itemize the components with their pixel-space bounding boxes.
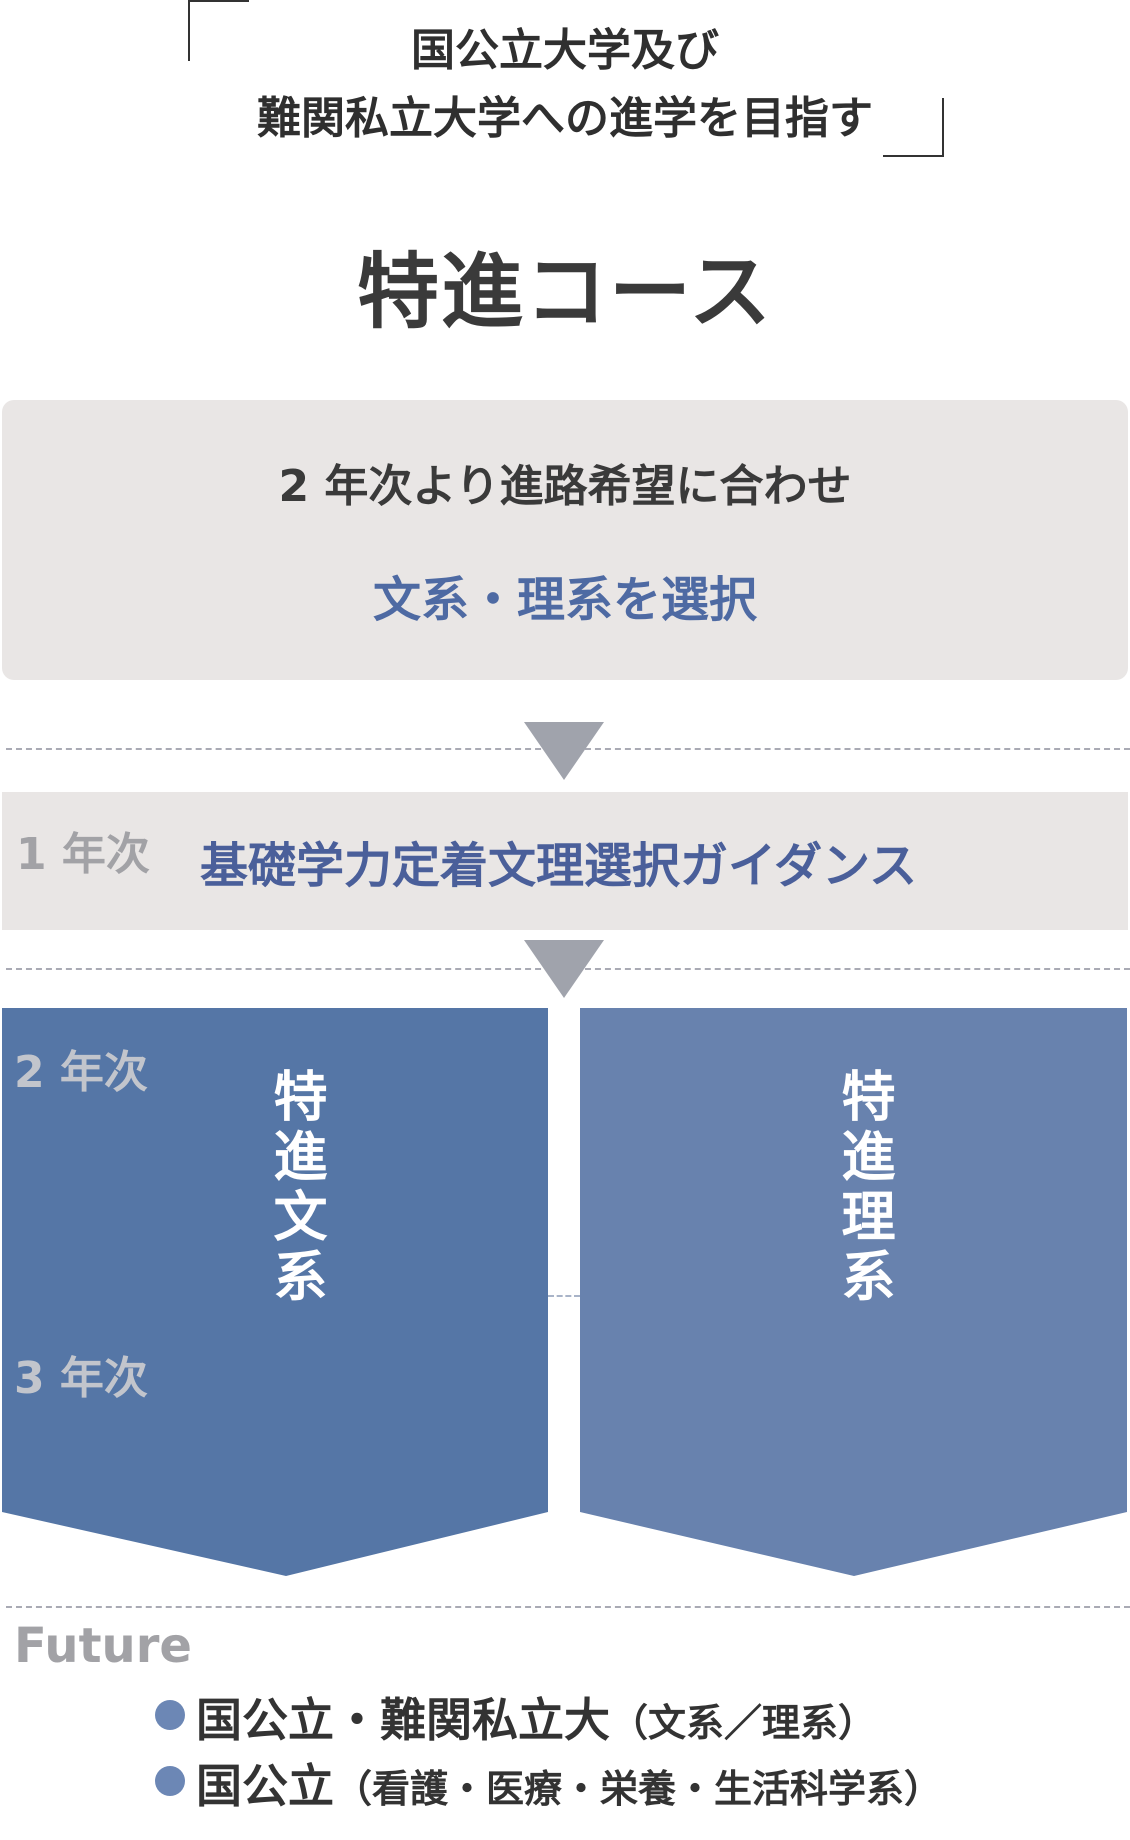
future-label: Future <box>14 1618 192 1674</box>
track-right-shape <box>578 1008 1130 1578</box>
year2-label: 2 年次 <box>14 1047 148 1098</box>
future-item-sub: （看護・医療・栄養・生活科学系） <box>334 1767 943 1811</box>
future-item: 国公立（看護・医療・栄養・生活科学系） <box>196 1750 942 1816</box>
down-arrow-icon <box>524 940 604 998</box>
choice-description: 2 年次より進路希望に合わせ <box>278 461 852 512</box>
future-item-main: 国公立 <box>196 1759 334 1813</box>
track-right-label: 特進理系 <box>832 1068 895 1308</box>
year1-label: 1 年次 <box>16 829 150 880</box>
bullet-icon <box>155 1766 185 1796</box>
future-item: 国公立・難関私立大（文系／理系） <box>196 1684 876 1750</box>
divider-dashed <box>6 1606 1130 1608</box>
close-bracket <box>883 98 944 157</box>
down-arrow-icon <box>524 722 604 780</box>
connector-dashed <box>548 1295 580 1297</box>
year1-title: 基礎学力定着文理選択ガイダンス <box>200 838 918 894</box>
future-item-sub: （文系／理系） <box>610 1701 877 1745</box>
future-item-main: 国公立・難関私立大 <box>196 1693 610 1747</box>
tagline-line1: 国公立大学及び <box>411 25 719 76</box>
tagline-line2: 難関私立大学への進学を目指す <box>257 93 873 144</box>
track-left-label: 特進文系 <box>264 1068 327 1308</box>
course-title: 特進コース <box>357 245 773 340</box>
open-bracket <box>188 0 249 61</box>
year1-band <box>2 792 1128 930</box>
bullet-icon <box>155 1700 185 1730</box>
track-left-shape <box>0 1008 552 1578</box>
year3-label: 3 年次 <box>14 1353 148 1404</box>
choice-box <box>2 400 1128 680</box>
choice-highlight: 文系・理系を選択 <box>372 572 757 628</box>
